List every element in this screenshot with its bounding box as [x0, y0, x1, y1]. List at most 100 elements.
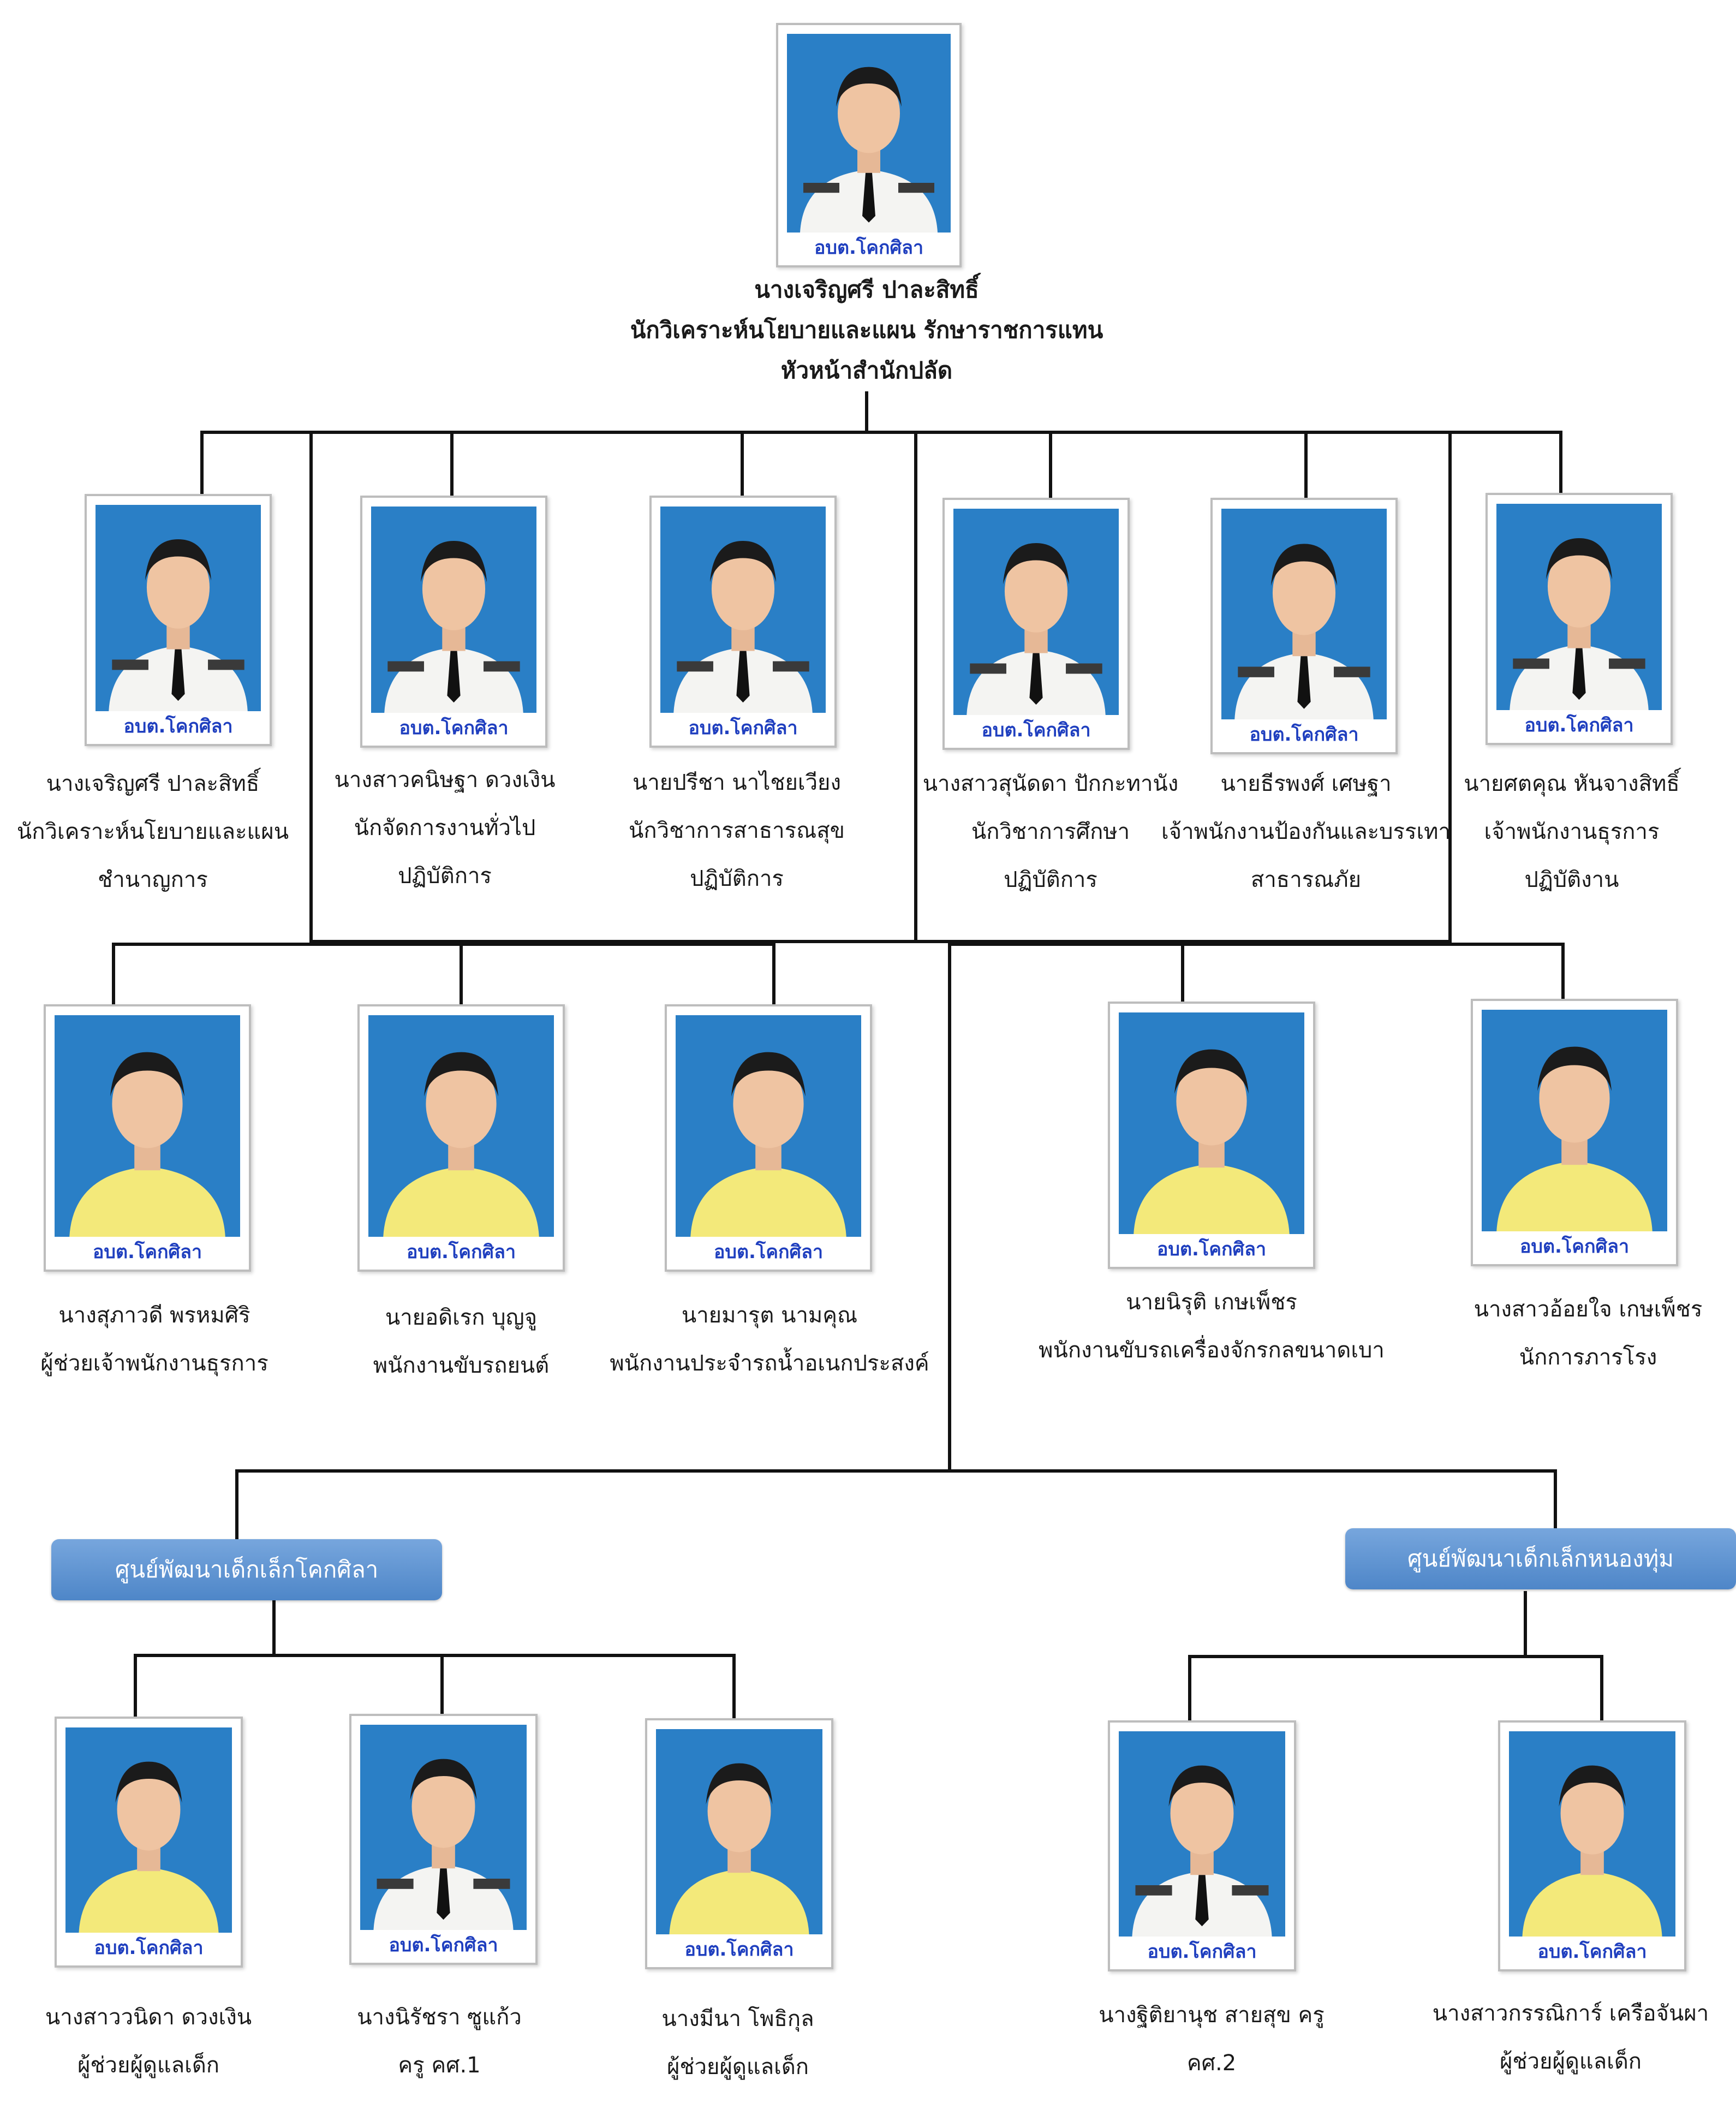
- row1-position-3: นักวิชาการสาธารณสุข: [629, 818, 845, 843]
- row3-photo-2: [360, 1725, 527, 1930]
- row1-photo-1: [96, 505, 261, 711]
- org-tag: อบต.โคกศิลา: [406, 1241, 516, 1263]
- row1-caption-5: นายธีรพงศ์ เศษฐา เจ้าพนักงานป้องกันและบร…: [1161, 760, 1451, 904]
- row1-position-1: นักวิเคราะห์นโยบายและแผน: [16, 819, 289, 844]
- row3-caption-3: นางมีนา โพธิกุล ผู้ช่วยผู้ดูแลเด็ก: [661, 1995, 814, 2091]
- row2-caption-4: นายนิรุติ เกษเพ็ชร พนักงานขับรถเครื่องจั…: [1039, 1278, 1385, 1374]
- row1-name-1: นางเจริญศรี ปาละสิทธิ์: [46, 771, 260, 796]
- org-tag: อบต.โคกศิลา: [399, 717, 509, 739]
- row2-card-5: อบต.โคกศิลา: [1471, 999, 1678, 1266]
- row2-position-1: ผู้ช่วยเจ้าพนักงานธุรการ: [40, 1351, 269, 1376]
- row2-photo-4: [1119, 1012, 1304, 1234]
- org-tag: อบต.โคกศิลา: [1147, 1941, 1257, 1963]
- org-tag: อบต.โคกศิลา: [389, 1934, 498, 1956]
- row1-name-3: นายปรีชา นาไชยเวียง: [632, 770, 842, 795]
- row2-card-3: อบต.โคกศิลา: [665, 1004, 872, 1272]
- row3-name-3: นางมีนา โพธิกุล: [661, 2006, 814, 2031]
- row1-photo-6: [1496, 504, 1662, 710]
- row1-photo-3: [660, 507, 826, 713]
- row1-level-1: ชำนาญการ: [98, 867, 208, 892]
- row1-card-1: อบต.โคกศิลา: [85, 494, 272, 746]
- org-tag: อบต.โคกศิลา: [1519, 1236, 1630, 1258]
- row3-name-5: นางสาวกรรณิการ์ เครือจันผา: [1432, 2001, 1709, 2026]
- org-tag: อบต.โคกศิลา: [92, 1241, 202, 1263]
- row2-photo-1: [55, 1015, 240, 1237]
- org-tag: อบต.โคกศิลา: [713, 1241, 824, 1263]
- org-tag: อบต.โคกศิลา: [123, 716, 233, 737]
- row3-caption-5: นางสาวกรรณิการ์ เครือจันผา ผู้ช่วยผู้ดูแ…: [1433, 1989, 1709, 2086]
- row1-photo-5: [1221, 509, 1387, 719]
- row1-name-6: นายศตคุณ หันจางสิทธิ์: [1464, 771, 1680, 796]
- row2-name-5: นางสาวอ้อยใจ เกษเพ็ชร: [1473, 1297, 1703, 1322]
- head-caption: นางเจริญศรี ปาละสิทธิ์ นักวิเคราะห์นโยบา…: [630, 270, 1103, 391]
- row3-photo-3: [656, 1729, 822, 1934]
- head-title-line1: นักวิเคราะห์นโยบายและแผน รักษาราชการแทน: [630, 317, 1103, 343]
- row3-caption-4: นางฐิติยานุช สายสุข ครู คศ.2: [1099, 1991, 1325, 2087]
- org-tag: อบต.โคกศิลา: [1249, 724, 1359, 746]
- row1-photo-4: [953, 509, 1119, 715]
- org-tag: อบต.โคกศิลา: [684, 1939, 794, 1961]
- row3-position-5: ผู้ช่วยผู้ดูแลเด็ก: [1499, 2049, 1642, 2074]
- row2-caption-5: นางสาวอ้อยใจ เกษเพ็ชร นักการภารโรง: [1474, 1285, 1703, 1381]
- row1-position-2: นักจัดการงานทั่วไป: [354, 815, 536, 841]
- row3-photo-1: [65, 1727, 232, 1933]
- row1-caption-4: นางสาวสุนัดดา ปักกะทานัง นักวิชาการศึกษา…: [923, 760, 1179, 904]
- row1-caption-1: นางเจริญศรี ปาละสิทธิ์ นักวิเคราะห์นโยบา…: [17, 760, 289, 904]
- row2-photo-3: [676, 1015, 861, 1237]
- head-title-line2: หัวหน้าสำนักปลัด: [780, 357, 953, 384]
- row3-card-1: อบต.โคกศิลา: [55, 1717, 243, 1968]
- row2-name-2: นายอดิเรก บุญจู: [385, 1305, 538, 1330]
- row1-caption-3: นายปรีชา นาไชยเวียง นักวิชาการสาธารณสุข …: [629, 759, 845, 903]
- row1-position-6: เจ้าพนักงานธุรการ: [1484, 819, 1660, 844]
- row3-photo-5: [1509, 1731, 1675, 1937]
- row3-card-3: อบต.โคกศิลา: [645, 1718, 833, 1969]
- org-tag: อบต.โคกศิลา: [1156, 1238, 1267, 1260]
- row1-level-5: สาธารณภัย: [1250, 867, 1362, 892]
- row1-level-2: ปฏิบัติการ: [398, 863, 492, 889]
- row2-position-2: พนักงานขับรถยนต์: [373, 1353, 550, 1378]
- row3-caption-2: นางนิรัชรา ซูแก้ว ครู คศ.1: [357, 1993, 522, 2089]
- row3-photo-4: [1119, 1731, 1285, 1937]
- row1-card-5: อบต.โคกศิลา: [1210, 498, 1398, 754]
- org-tag: อบต.โคกศิลา: [688, 717, 798, 739]
- head-name: นางเจริญศรี ปาละสิทธิ์: [754, 276, 979, 303]
- row2-caption-2: นายอดิเรก บุญจู พนักงานขับรถยนต์: [373, 1294, 549, 1390]
- row3-name-4: นางฐิติยานุช สายสุข ครู: [1099, 2003, 1325, 2028]
- row1-level-4: ปฏิบัติการ: [1004, 867, 1097, 892]
- row3-card-4: อบต.โคกศิลา: [1108, 1720, 1296, 1971]
- row1-name-4: นางสาวสุนัดดา ปักกะทานัง: [922, 771, 1179, 796]
- row2-position-4: พนักงานขับรถเครื่องจักรกลขนาดเบา: [1039, 1338, 1385, 1363]
- row3-position-2: ครู คศ.1: [398, 2053, 481, 2078]
- row1-name-2: นางสาวคนิษฐา ดวงเงิน: [334, 767, 556, 793]
- row2-photo-2: [368, 1015, 554, 1237]
- row2-name-3: นายมารุต นามคุณ: [681, 1303, 858, 1328]
- org-tag: อบต.โคกศิลา: [1524, 714, 1634, 736]
- row1-card-2: อบต.โคกศิลา: [360, 496, 547, 748]
- row1-card-3: อบต.โคกศิลา: [649, 496, 837, 748]
- row1-position-4: นักวิชาการศึกษา: [971, 819, 1130, 844]
- org-tag: อบต.โคกศิลา: [1537, 1941, 1647, 1963]
- row1-card-4: อบต.โคกศิลา: [942, 498, 1130, 750]
- row2-card-1: อบต.โคกศิลา: [44, 1004, 251, 1272]
- head-photo: [787, 34, 951, 233]
- row3-name-2: นางนิรัชรา ซูแก้ว: [357, 2005, 522, 2030]
- row1-caption-6: นายศตคุณ หันจางสิทธิ์ เจ้าพนักงานธุรการ …: [1464, 760, 1680, 904]
- unit-box-nongthum: ศูนย์พัฒนาเด็กเล็กหนองทุ่ม: [1345, 1528, 1736, 1589]
- row2-position-5: นักการภารโรง: [1519, 1345, 1657, 1370]
- row1-name-5: นายธีรพงศ์ เศษฐา: [1220, 771, 1392, 796]
- row3-caption-1: นางสาววนิดา ดวงเงิน ผู้ช่วยผู้ดูแลเด็ก: [45, 1993, 252, 2089]
- row3-position-4: คศ.2: [1186, 2051, 1237, 2076]
- row2-caption-3: นายมารุต นามคุณ พนักงานประจำรถน้ำอเนกประ…: [610, 1291, 929, 1387]
- row2-card-4: อบต.โคกศิลา: [1108, 1002, 1315, 1269]
- row2-position-3: พนักงานประจำรถน้ำอเนกประสงค์: [610, 1351, 929, 1376]
- row2-caption-1: นางสุภาวดี พรหมศิริ ผู้ช่วยเจ้าพนักงานธุ…: [40, 1291, 268, 1387]
- row2-name-1: นางสุภาวดี พรหมศิริ: [58, 1303, 250, 1328]
- row1-photo-2: [371, 507, 536, 713]
- head-photo-card: อบต.โคกศิลา: [776, 23, 962, 267]
- org-tag: อบต.โคกศิลา: [94, 1937, 204, 1959]
- row2-card-2: อบต.โคกศิลา: [357, 1004, 565, 1272]
- row1-level-6: ปฏิบัติงาน: [1524, 867, 1619, 892]
- unit-box-kokshila: ศูนย์พัฒนาเด็กเล็กโคกศิลา: [51, 1539, 442, 1600]
- row3-card-5: อบต.โคกศิลา: [1498, 1720, 1686, 1971]
